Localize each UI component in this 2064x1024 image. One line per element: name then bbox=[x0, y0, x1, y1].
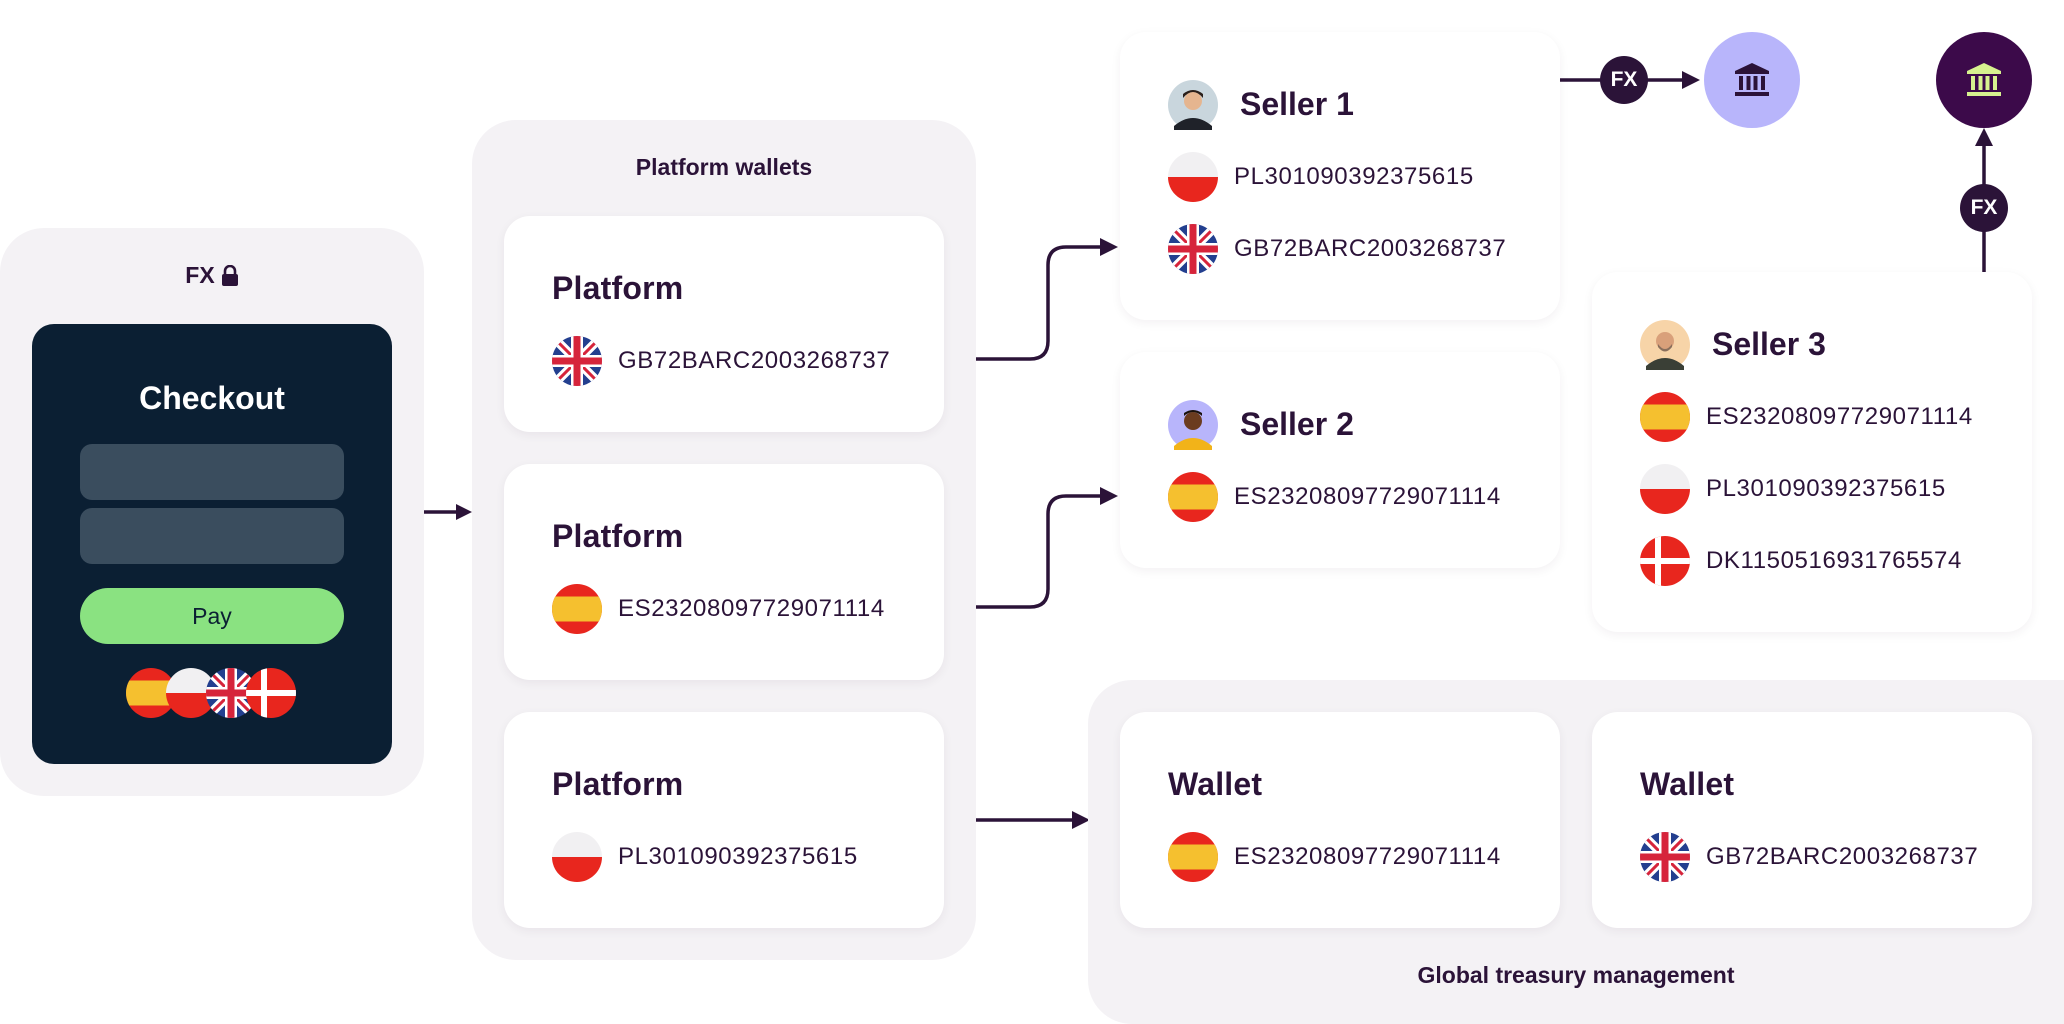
account-row: GB72BARC2003268737 bbox=[1168, 224, 1506, 274]
account-number: ES23208097729071114 bbox=[618, 595, 885, 622]
account-number: GB72BARC2003268737 bbox=[618, 347, 891, 374]
flag-es-icon bbox=[1640, 392, 1690, 442]
platform-card-es[interactable]: Platform ES23208097729071114 bbox=[504, 464, 944, 680]
platform-wallets-label: Platform wallets bbox=[635, 154, 813, 180]
account-row: GB72BARC2003268737 bbox=[552, 336, 890, 386]
account-number: PL301090392375615 bbox=[1706, 475, 1946, 502]
global-treasury-panel: Wallet ES23208097729071114 Wallet GB72BA… bbox=[1088, 680, 2064, 1024]
flag-dk-icon bbox=[1640, 536, 1690, 586]
bank-icon bbox=[1732, 60, 1772, 100]
treasury-wallet-gb[interactable]: Wallet GB72BARC2003268737 bbox=[1592, 712, 2032, 928]
card-details-field[interactable] bbox=[80, 508, 344, 564]
account-number: PL301090392375615 bbox=[618, 843, 858, 870]
currency-flags bbox=[126, 668, 298, 718]
flag-pl-icon bbox=[1640, 464, 1690, 514]
account-number: GB72BARC2003268737 bbox=[1234, 235, 1507, 262]
account-row: ES23208097729071114 bbox=[1168, 472, 1501, 522]
seller-title: Seller 3 bbox=[1712, 326, 1826, 362]
bank-dark[interactable] bbox=[1936, 32, 2032, 128]
arrow-platform-es-to-seller2 bbox=[976, 494, 1102, 609]
seller-1-card[interactable]: Seller 1 PL301090392375615 GB72BARC20032… bbox=[1120, 32, 1560, 320]
flag-es-icon bbox=[1168, 832, 1218, 882]
treasury-wallet-es[interactable]: Wallet ES23208097729071114 bbox=[1120, 712, 1560, 928]
fx-lock-label: FX bbox=[0, 262, 424, 289]
account-row: ES23208097729071114 bbox=[1640, 392, 1973, 442]
platform-card-title: Platform bbox=[552, 518, 684, 554]
account-row: PL301090392375615 bbox=[552, 832, 858, 882]
account-number: DK1150516931765574 bbox=[1706, 547, 1962, 574]
account-number: PL301090392375615 bbox=[1234, 163, 1474, 190]
account-row: ES23208097729071114 bbox=[552, 584, 885, 634]
flag-es-icon bbox=[552, 584, 602, 634]
seller-2-card[interactable]: Seller 2 ES23208097729071114 bbox=[1120, 352, 1560, 568]
account-row: GB72BARC2003268737 bbox=[1640, 832, 1978, 882]
platform-card-gb[interactable]: Platform GB72BARC2003268737 bbox=[504, 216, 944, 432]
platform-card-pl[interactable]: Platform PL301090392375615 bbox=[504, 712, 944, 928]
wallet-title: Wallet bbox=[1168, 766, 1263, 802]
avatar bbox=[1640, 320, 1690, 370]
flag-pl-icon bbox=[1168, 152, 1218, 202]
checkout-form: Checkout Pay bbox=[32, 324, 392, 764]
arrow-platform-gb-to-seller1 bbox=[976, 245, 1102, 361]
account-row: PL301090392375615 bbox=[1640, 464, 1946, 514]
flag-gb-icon bbox=[1168, 224, 1218, 274]
avatar bbox=[1168, 400, 1218, 450]
fx-badge: FX bbox=[1960, 184, 2008, 232]
checkout-title: Checkout bbox=[139, 380, 285, 416]
account-number: GB72BARC2003268737 bbox=[1706, 843, 1979, 870]
seller-title: Seller 2 bbox=[1240, 406, 1354, 442]
platform-wallets-panel: Platform wallets Platform GB72BARC200326… bbox=[472, 120, 976, 960]
bank-light[interactable] bbox=[1704, 32, 1800, 128]
account-row: DK1150516931765574 bbox=[1640, 536, 1962, 586]
wallet-title: Wallet bbox=[1640, 766, 1735, 802]
account-row: PL301090392375615 bbox=[1168, 152, 1474, 202]
account-number: ES23208097729071114 bbox=[1706, 403, 1973, 430]
pay-button[interactable]: Pay bbox=[80, 588, 344, 644]
platform-card-title: Platform bbox=[552, 766, 684, 802]
avatar bbox=[1168, 80, 1218, 130]
lock-icon bbox=[221, 264, 238, 286]
account-number: ES23208097729071114 bbox=[1234, 483, 1501, 510]
checkout-panel: FX Checkout Pay bbox=[0, 228, 424, 796]
flag-dk-icon bbox=[246, 668, 296, 718]
bank-icon bbox=[1964, 60, 2004, 100]
fx-label: FX bbox=[185, 262, 215, 288]
flag-gb-icon bbox=[1640, 832, 1690, 882]
fx-badge: FX bbox=[1600, 56, 1648, 104]
flag-gb-icon bbox=[552, 336, 602, 386]
flag-es-icon bbox=[1168, 472, 1218, 522]
platform-card-title: Platform bbox=[552, 270, 684, 306]
seller-title: Seller 1 bbox=[1240, 86, 1354, 122]
account-row: ES23208097729071114 bbox=[1168, 832, 1501, 882]
account-number: ES23208097729071114 bbox=[1234, 843, 1501, 870]
card-number-field[interactable] bbox=[80, 444, 344, 500]
flag-pl-icon bbox=[552, 832, 602, 882]
treasury-label: Global treasury management bbox=[1417, 962, 1735, 988]
seller-3-card[interactable]: Seller 3 ES23208097729071114 PL301090392… bbox=[1592, 272, 2032, 632]
